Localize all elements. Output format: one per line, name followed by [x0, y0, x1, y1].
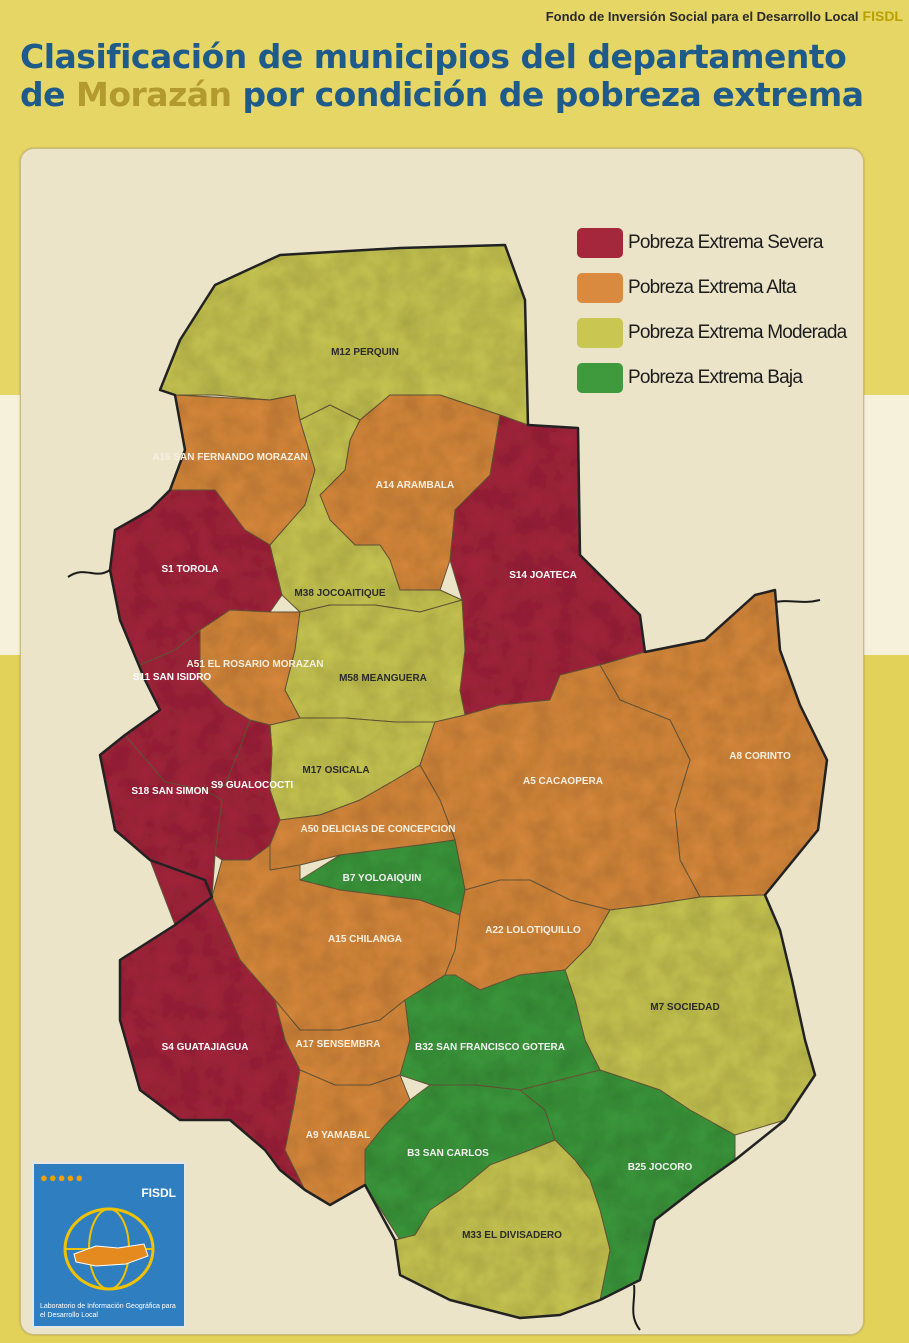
- municipality-label: M17 OSICALA: [302, 765, 369, 776]
- municipality-label: B7 YOLOAIQUIN: [343, 873, 422, 884]
- municipality-label: A8 CORINTO: [729, 751, 791, 762]
- source-credit: Fondo de Inversión Social para el Desarr…: [546, 8, 903, 24]
- municipality-region-moderada: [269, 404, 463, 613]
- municipality-label: S18 SAN SIMON: [131, 786, 208, 797]
- logo-name: FISDL: [141, 1186, 176, 1200]
- globe-icon: [63, 1207, 155, 1291]
- municipality-label: M58 MEANGUERA: [339, 673, 427, 684]
- title-highlight: Morazán: [76, 75, 232, 114]
- municipality-label: S11 SAN ISIDRO: [133, 672, 212, 683]
- department-outline: [98, 243, 829, 1320]
- title-de: de: [20, 75, 66, 114]
- municipality-label: B3 SAN CARLOS: [407, 1148, 489, 1159]
- legend-swatch-alta: [577, 272, 623, 303]
- municipality-label: S4 GUATAJIAGUA: [162, 1042, 249, 1053]
- legend: Pobreza Extrema Severa Pobreza Extrema A…: [577, 220, 847, 400]
- source-acronym: FISDL: [862, 8, 903, 24]
- municipality-label: M12 PERQUIN: [331, 347, 399, 358]
- legend-swatch-moderada: [577, 317, 623, 348]
- municipality-label: M38 JOCOAITIQUE: [294, 588, 385, 599]
- municipality-label: S1 TOROLA: [161, 564, 218, 575]
- municipality-region-baja: [399, 969, 601, 1091]
- logo-dots-icon: ●●●●●: [40, 1170, 85, 1185]
- river-south: [632, 1284, 641, 1331]
- legend-item-severa: Pobreza Extrema Severa: [577, 220, 846, 265]
- legend-item-moderada: Pobreza Extrema Moderada: [577, 310, 847, 355]
- legend-item-baja: Pobreza Extrema Baja: [577, 355, 846, 400]
- title-line-2: de Morazán por condición de pobreza extr…: [20, 76, 900, 114]
- river-west: [67, 569, 111, 578]
- municipality-label: A5 CACAOPERA: [523, 776, 603, 787]
- source-org: Fondo de Inversión Social para el Desarr…: [545, 9, 859, 24]
- legend-item-alta: Pobreza Extrema Alta: [577, 265, 846, 310]
- municipality-label: M7 SOCIEDAD: [650, 1002, 719, 1013]
- municipality-label: A9 YAMABAL: [306, 1130, 370, 1141]
- municipality-label: A14 ARAMBALA: [376, 480, 455, 491]
- legend-swatch-severa: [577, 227, 623, 258]
- fisdl-logo: ●●●●● FISDL Laboratorio de Información G…: [32, 1162, 186, 1328]
- municipality-region-severa: [204, 719, 281, 861]
- municipality-label: B32 SAN FRANCISCO GOTERA: [415, 1042, 565, 1053]
- legend-label: Pobreza Extrema Severa: [628, 231, 823, 253]
- legend-swatch-baja: [577, 362, 623, 393]
- municipality-label: A51 EL ROSARIO MORAZAN: [186, 659, 323, 670]
- legend-label: Pobreza Extrema Moderada: [628, 321, 847, 343]
- municipality-label: A16 SAN FERNANDO MORAZAN: [152, 452, 308, 463]
- municipality-label: S14 JOATECA: [509, 570, 577, 581]
- municipality-label: S9 GUALOCOCTI: [211, 780, 293, 791]
- legend-label: Pobreza Extrema Baja: [628, 366, 803, 388]
- municipality-label: A50 DELICIAS DE CONCEPCION: [300, 824, 455, 835]
- municipality-label: A17 SENSEMBRA: [295, 1039, 380, 1050]
- title-rest: por condición de pobreza extrema: [242, 75, 865, 114]
- municipality-label: A15 CHILANGA: [328, 934, 402, 945]
- municipality-label: M33 EL DIVISADERO: [462, 1230, 562, 1241]
- legend-label: Pobreza Extrema Alta: [628, 276, 797, 298]
- river-east: [769, 599, 821, 604]
- municipality-label: A22 LOLOTIQUILLO: [485, 925, 581, 936]
- logo-caption: Laboratorio de Información Geográfica pa…: [40, 1303, 176, 1319]
- page-title: Clasificación de municipios del departam…: [20, 38, 900, 114]
- title-line-1: Clasificación de municipios del departam…: [20, 37, 847, 76]
- municipality-label: B25 JOCORO: [628, 1162, 693, 1173]
